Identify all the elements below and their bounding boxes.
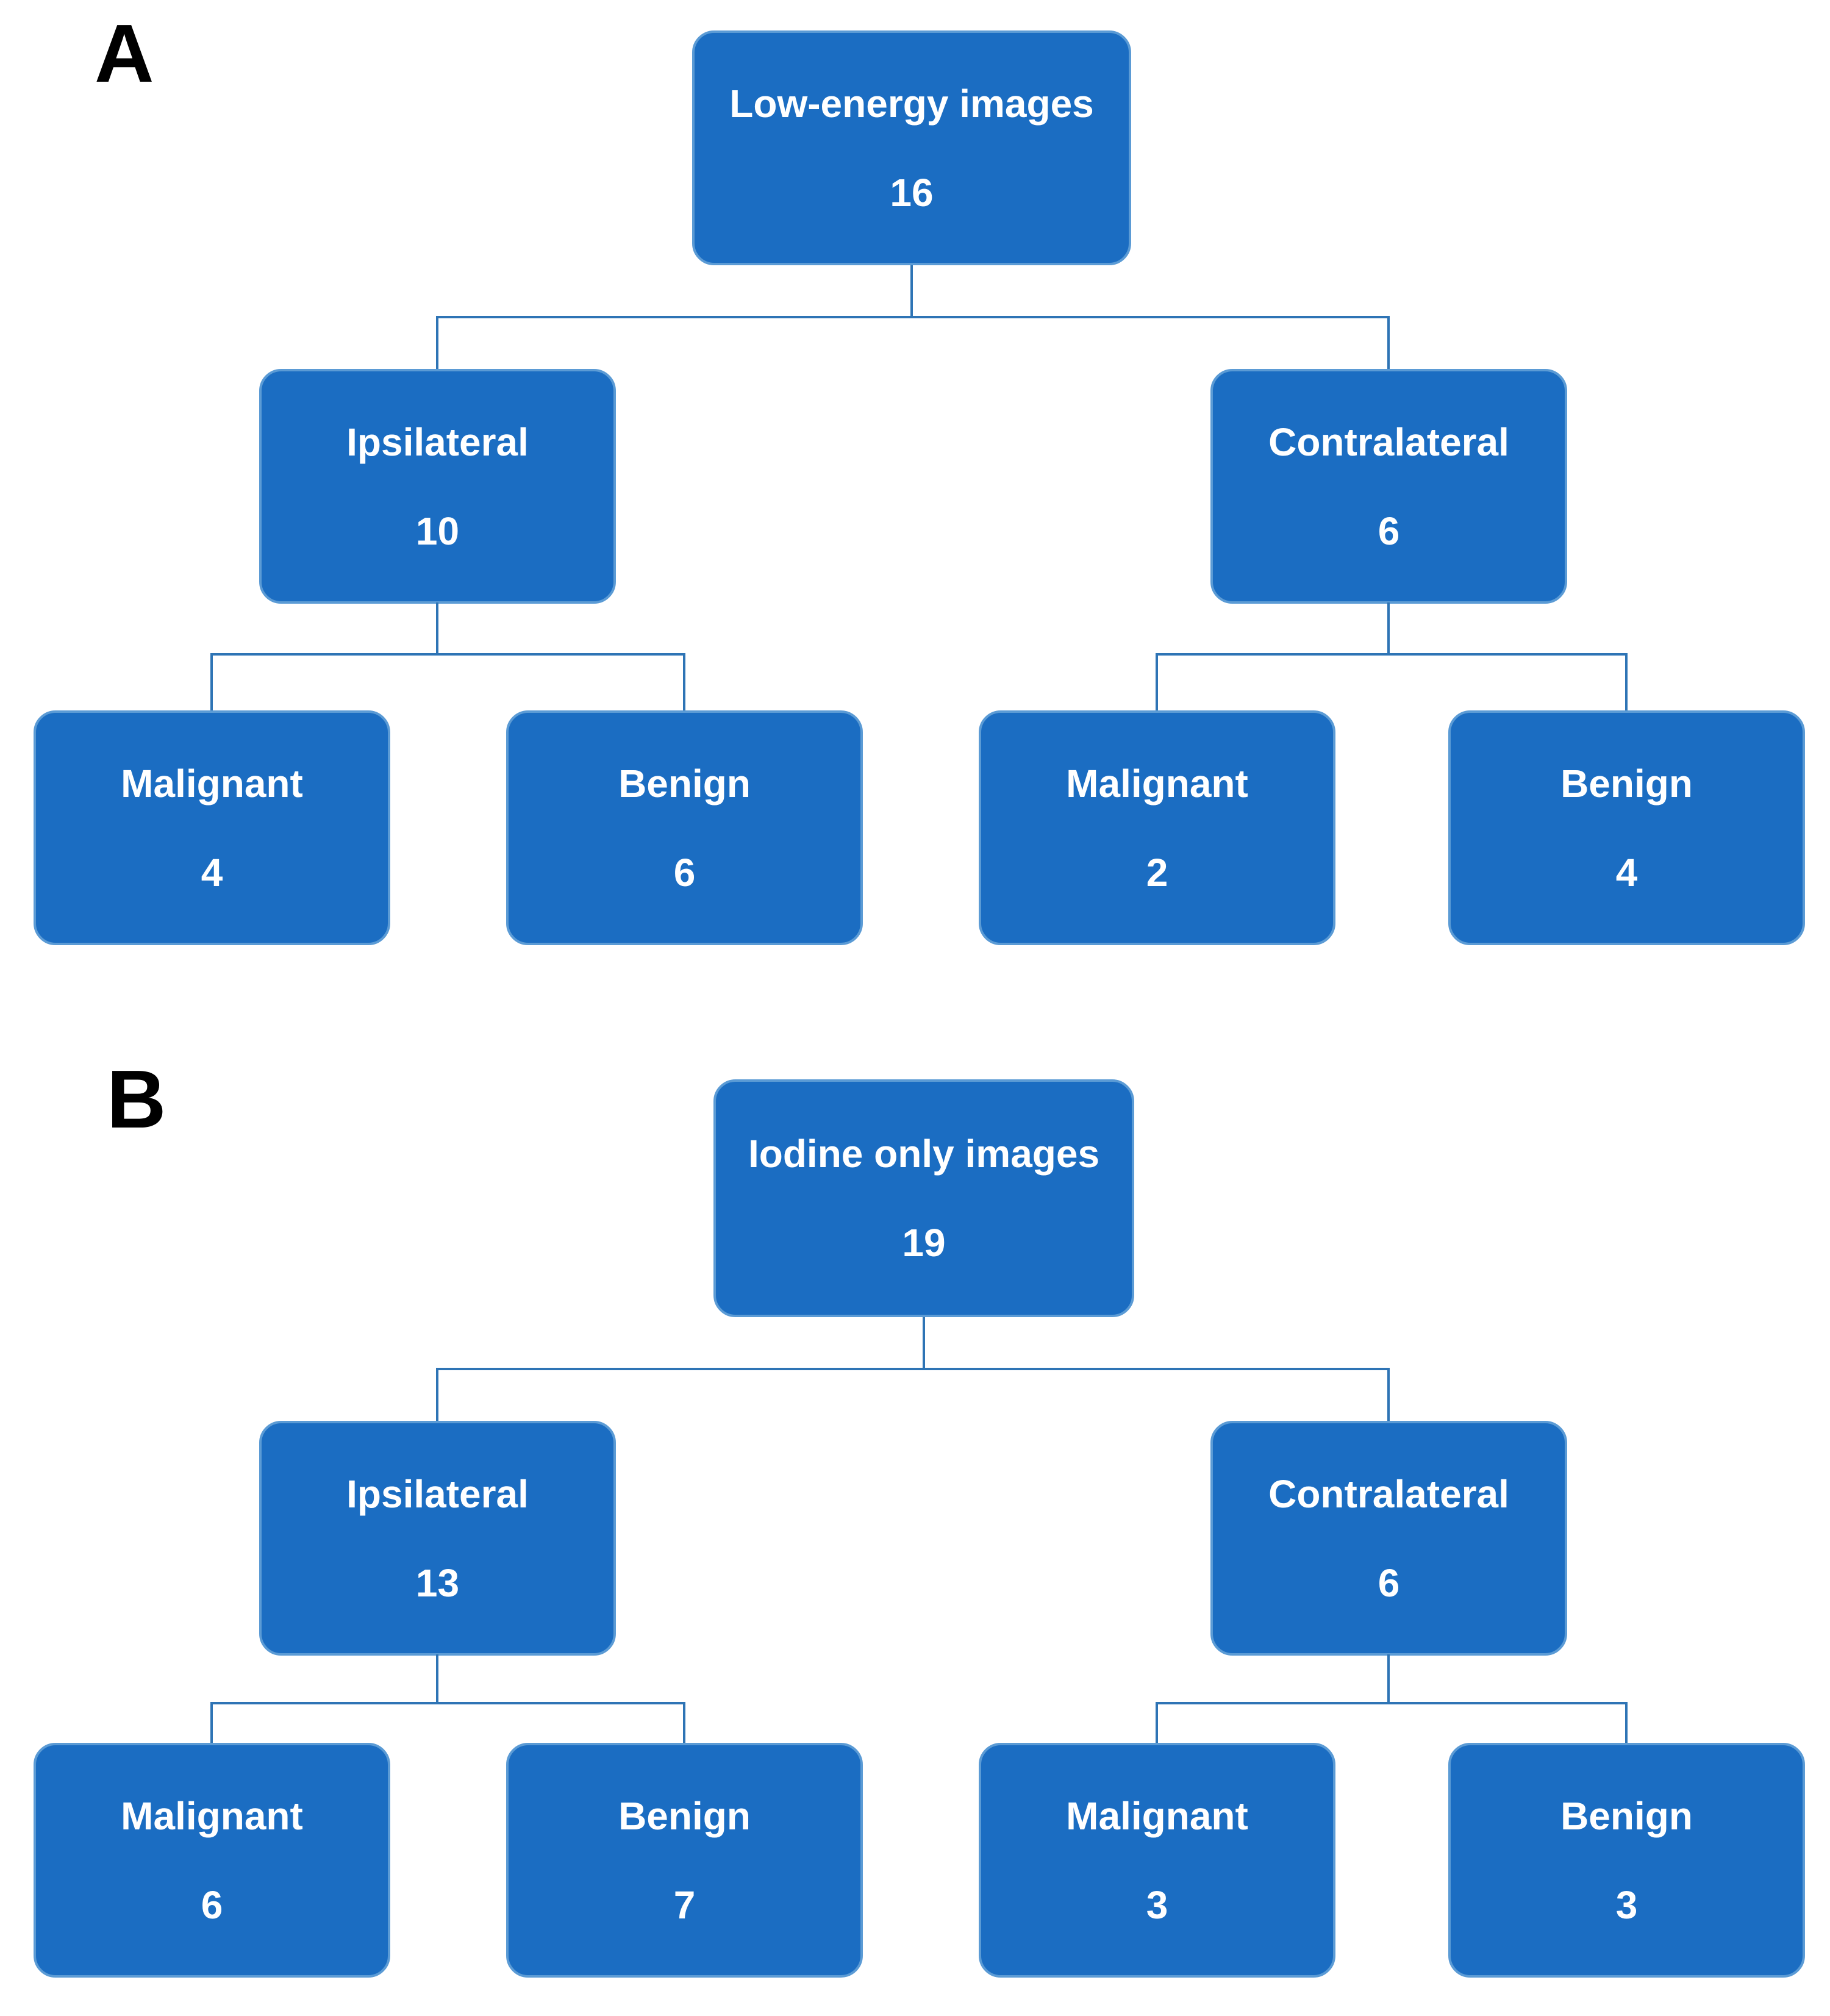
node-value: 19: [902, 1221, 946, 1265]
panel-a-root-node: Low-energy images 16: [692, 30, 1131, 265]
connector-line: [436, 602, 438, 654]
panel-a-contralateral-benign-node: Benign 4: [1448, 710, 1805, 945]
connector-line: [210, 653, 685, 656]
connector-line: [436, 1654, 438, 1703]
connector-line: [210, 1702, 685, 1704]
node-label: Contralateral: [1268, 420, 1509, 464]
panel-b-ipsilateral-benign-node: Benign 7: [506, 1743, 863, 1978]
connector-line: [683, 1702, 685, 1743]
connector-line: [1156, 653, 1158, 711]
node-label: Malignant: [1066, 761, 1248, 806]
connector-line: [1625, 1702, 1628, 1743]
node-value: 4: [1615, 850, 1638, 895]
panel-a-label: A: [95, 7, 154, 99]
panel-a-ipsilateral-malignant-node: Malignant 4: [34, 710, 390, 945]
connector-line: [436, 316, 1390, 318]
node-value: 6: [201, 1882, 223, 1927]
node-label: Ipsilateral: [346, 1471, 529, 1516]
panel-a-contralateral-malignant-node: Malignant 2: [979, 710, 1335, 945]
node-value: 6: [1378, 1560, 1400, 1605]
panel-b-contralateral-malignant-node: Malignant 3: [979, 1743, 1335, 1978]
node-label: Contralateral: [1268, 1471, 1509, 1516]
connector-line: [1156, 653, 1628, 656]
node-label: Malignant: [121, 761, 303, 806]
node-label: Malignant: [1066, 1793, 1248, 1838]
connector-line: [210, 1702, 213, 1743]
connector-line: [1387, 1368, 1390, 1423]
node-label: Benign: [618, 761, 751, 806]
node-value: 6: [1378, 509, 1400, 553]
panel-b-contralateral-node: Contralateral 6: [1210, 1421, 1567, 1656]
node-value: 16: [890, 170, 934, 215]
panel-b-label: B: [107, 1053, 166, 1145]
node-label: Low-energy images: [729, 81, 1094, 126]
node-value: 3: [1146, 1882, 1168, 1927]
node-value: 6: [673, 850, 696, 895]
panel-b-root-node: Iodine only images 19: [713, 1079, 1134, 1317]
connector-line: [436, 316, 438, 371]
node-value: 2: [1146, 850, 1168, 895]
connector-line: [1156, 1702, 1158, 1743]
panel-a-ipsilateral-node: Ipsilateral 10: [259, 369, 616, 604]
connector-line: [436, 1368, 438, 1423]
node-label: Ipsilateral: [346, 420, 529, 464]
panel-b-ipsilateral-malignant-node: Malignant 6: [34, 1743, 390, 1978]
connector-line: [683, 653, 685, 711]
node-label: Benign: [1560, 761, 1693, 806]
node-label: Benign: [1560, 1793, 1693, 1838]
node-value: 7: [673, 1882, 696, 1927]
connector-line: [1387, 316, 1390, 371]
node-label: Iodine only images: [748, 1132, 1100, 1176]
node-value: 4: [201, 850, 223, 895]
connector-line: [436, 1368, 1390, 1370]
panel-b-ipsilateral-node: Ipsilateral 13: [259, 1421, 616, 1656]
panel-a-contralateral-node: Contralateral 6: [1210, 369, 1567, 604]
node-label: Malignant: [121, 1793, 303, 1838]
panel-a-ipsilateral-benign-node: Benign 6: [506, 710, 863, 945]
panel-b-contralateral-benign-node: Benign 3: [1448, 1743, 1805, 1978]
connector-line: [1625, 653, 1628, 711]
connector-line: [1387, 1654, 1390, 1703]
connector-line: [923, 1317, 925, 1369]
node-value: 3: [1615, 1882, 1638, 1927]
connector-line: [1156, 1702, 1628, 1704]
connector-line: [210, 653, 213, 711]
node-label: Benign: [618, 1793, 751, 1838]
connector-line: [910, 265, 913, 318]
node-value: 10: [415, 509, 460, 553]
connector-line: [1387, 602, 1390, 654]
node-value: 13: [415, 1560, 460, 1605]
